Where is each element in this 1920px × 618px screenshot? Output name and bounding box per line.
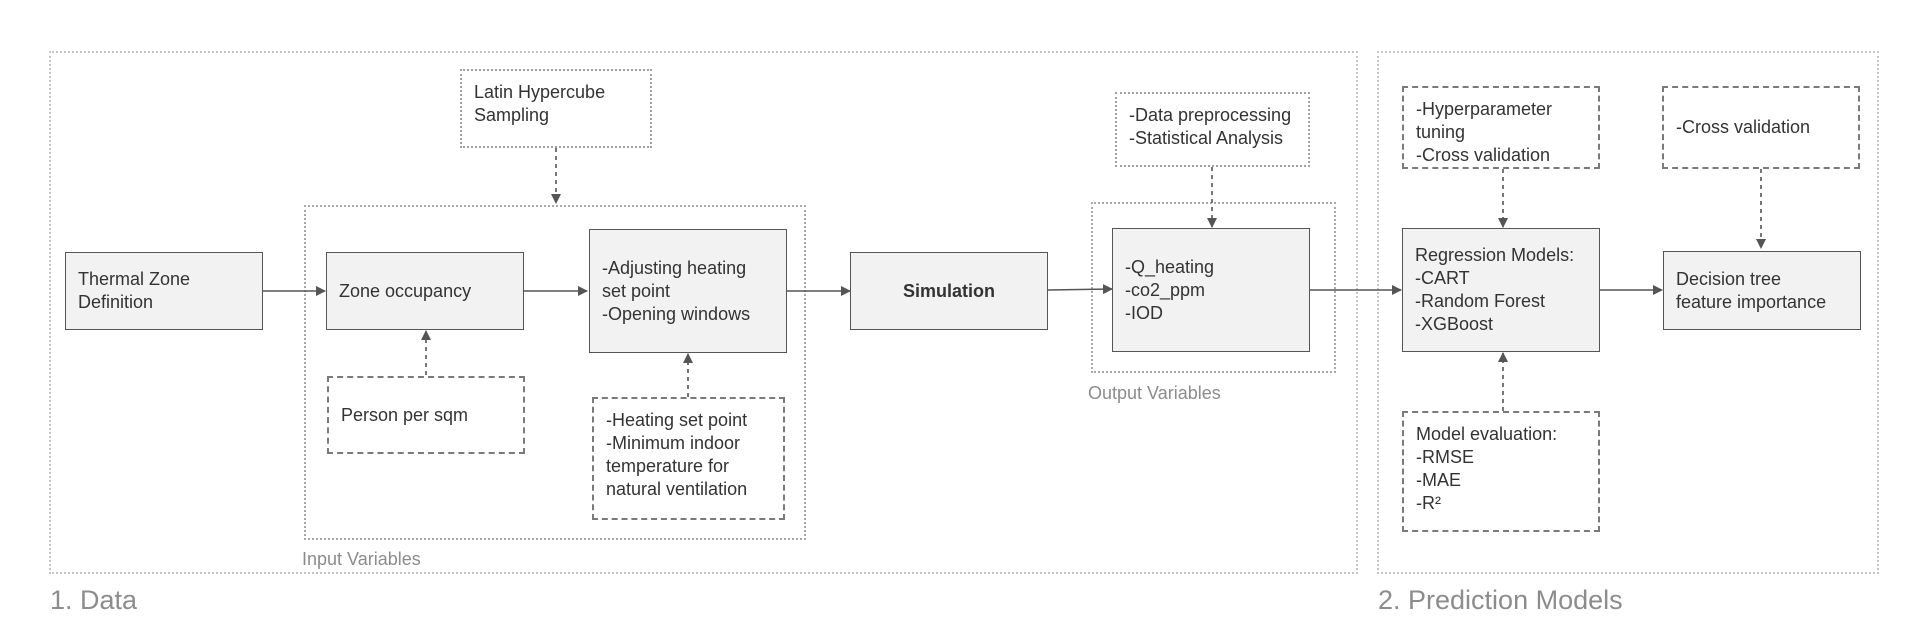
output-variables-group (1091, 202, 1336, 373)
data-region-label: 1. Data (50, 585, 138, 615)
output-values-box: -Q_heating -co2_ppm -IOD (1112, 228, 1310, 352)
model-evaluation-box: Model evaluation: -RMSE -MAE -R² (1402, 411, 1600, 532)
simulation-box: Simulation (850, 252, 1048, 330)
regression-models-box: Regression Models: -CART -Random Forest … (1402, 228, 1600, 352)
zone-occupancy-box: Zone occupancy (326, 252, 524, 330)
person-per-sqm-box: Person per sqm (327, 376, 525, 454)
output-variables-label: Output Variables (1088, 383, 1221, 403)
input-variables-group (304, 205, 806, 540)
input-variables-label: Input Variables (302, 549, 421, 569)
cross-validation-box: -Cross validation (1662, 86, 1860, 169)
decision-tree-box: Decision tree feature importance (1663, 251, 1861, 330)
hyperparameter-tuning-box: -Hyperparameter tuning -Cross validation (1402, 86, 1600, 169)
thermal-zone-definition-box: Thermal Zone Definition (65, 252, 263, 330)
heating-set-point-box: -Heating set point -Minimum indoor tempe… (592, 397, 785, 520)
prediction-region-label: 2. Prediction Models (1378, 585, 1623, 615)
data-region (49, 51, 1358, 574)
data-preprocessing-box: -Data preprocessing -Statistical Analysi… (1115, 92, 1310, 167)
adjusting-heating-box: -Adjusting heating set point -Opening wi… (589, 229, 787, 353)
prediction-models-region (1377, 51, 1879, 574)
arrow-simulation-to-outputs (1047, 284, 1113, 295)
latin-hypercube-box: Latin Hypercube Sampling (460, 69, 652, 148)
